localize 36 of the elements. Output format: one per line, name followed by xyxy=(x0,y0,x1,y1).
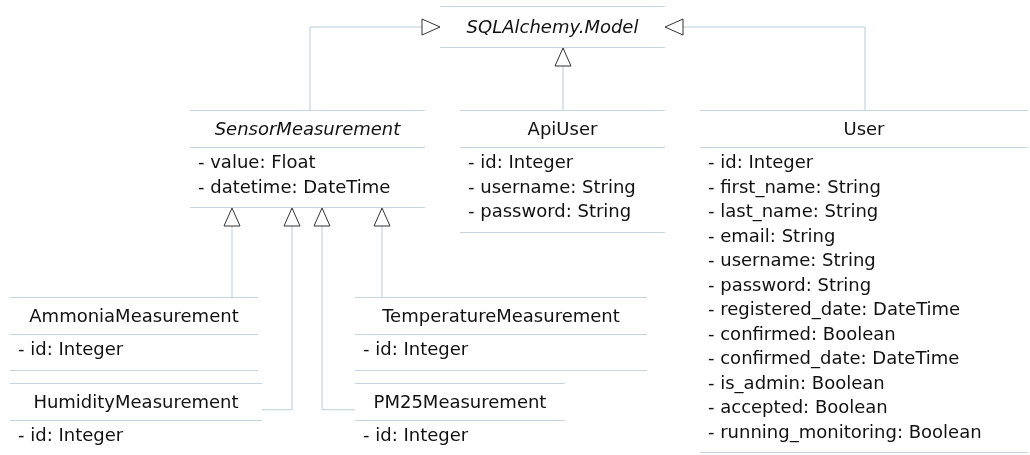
attribute-text: - username: String xyxy=(468,174,637,199)
attribute-text: - value: Float xyxy=(198,150,317,174)
attribute-text: - last_name: String xyxy=(708,199,880,224)
attribute-text: - first_name: String xyxy=(708,174,882,199)
inheritance-arrow xyxy=(309,18,441,111)
inheritance-arrow xyxy=(664,18,866,111)
class-name: TemperatureMeasurement xyxy=(355,298,647,335)
attribute-text: - datetime: DateTime xyxy=(198,174,392,199)
class-name: User xyxy=(700,111,1028,148)
inheritance-arrow xyxy=(223,207,241,298)
inheritance-arrow xyxy=(373,207,391,298)
class-name: ApiUser xyxy=(460,111,665,148)
class-name: AmmoniaMeasurement xyxy=(10,298,258,335)
inheritance-arrow xyxy=(313,207,356,411)
attribute-text: - password: String xyxy=(708,272,873,297)
attribute-text: - id: Integer xyxy=(708,150,815,174)
attribute-text: - id: Integer xyxy=(363,423,470,447)
attribute-text: - username: String xyxy=(708,248,877,272)
attribute-text: - id: Integer xyxy=(363,337,470,361)
attribute-text: - password: String xyxy=(468,199,633,223)
class-name: SensorMeasurement xyxy=(190,111,425,148)
attribute-text: - id: Integer xyxy=(18,423,125,447)
attribute-text: - id: Integer xyxy=(18,337,125,361)
attribute-text: - running_monitoring: Boolean xyxy=(708,419,983,444)
attribute-text: - confirmed_date: DateTime xyxy=(708,346,961,371)
attribute-text: - email: String xyxy=(708,223,837,248)
class-name: SQLAlchemy.Model xyxy=(465,15,640,39)
inheritance-arrow xyxy=(261,207,301,411)
class-name: HumidityMeasurement xyxy=(10,384,262,421)
attribute-text: - registered_date: DateTime xyxy=(708,297,962,322)
attribute-text: - id: Integer xyxy=(468,150,575,174)
class-name: PM25Measurement xyxy=(355,384,565,421)
inheritance-arrow xyxy=(554,47,572,111)
attribute-text: - confirmed: Boolean xyxy=(708,321,897,346)
attribute-text: - is_admin: Boolean xyxy=(708,370,886,395)
attribute-text: - accepted: Boolean xyxy=(708,395,889,419)
